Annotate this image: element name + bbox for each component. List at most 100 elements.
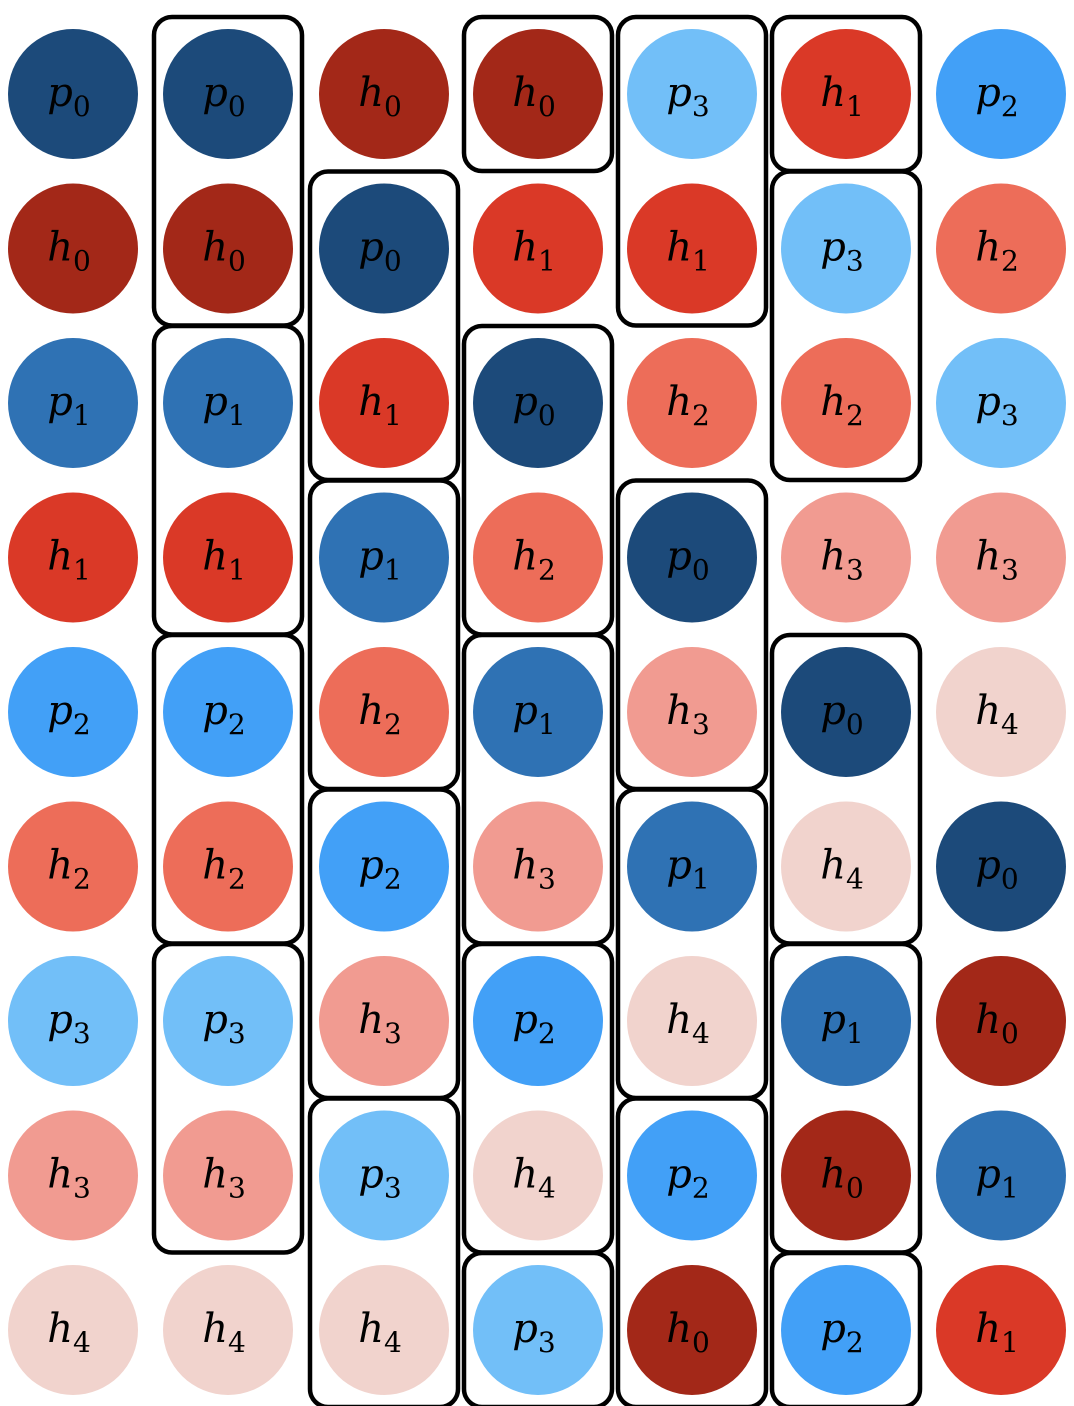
node-label: h1: [202, 534, 246, 587]
node-label: h0: [666, 1306, 710, 1359]
group-outline: [461, 1250, 615, 1406]
node-3-4: p1: [473, 647, 603, 777]
node-label: p3: [666, 70, 709, 123]
node-circle: [781, 183, 911, 314]
node-label: h3: [666, 688, 710, 741]
node-3-8: p3: [473, 1265, 603, 1395]
node-2-4: h2: [319, 647, 449, 777]
group-outlines: [151, 14, 923, 1406]
node-circle: [473, 492, 603, 623]
node-0-0: p0: [8, 29, 138, 159]
node-circle: [627, 956, 757, 1086]
node-circle: [781, 338, 911, 468]
node-label: h0: [975, 997, 1019, 1050]
node-2-5: p2: [319, 801, 449, 932]
node-label: h1: [512, 225, 556, 278]
node-label: p1: [975, 1152, 1018, 1205]
node-2-3: p1: [319, 492, 449, 623]
node-label: p0: [512, 379, 555, 432]
node-circle: [319, 183, 449, 314]
node-circle: [627, 338, 757, 468]
node-5-3: h3: [781, 492, 911, 623]
node-4-2: h2: [627, 338, 757, 468]
node-circle: [163, 647, 293, 777]
node-label: h1: [47, 534, 91, 587]
node-circle: [8, 183, 138, 314]
node-2-2: h1: [319, 338, 449, 468]
node-circle: [473, 956, 603, 1086]
node-grid: p0h0p1h1p2h2p3h3h4p0h0p1h1p2h2p3h3h4h0p0…: [8, 29, 1066, 1395]
node-label: h3: [512, 843, 556, 896]
node-label: h3: [358, 997, 402, 1050]
node-circle: [8, 647, 138, 777]
node-label: p3: [975, 379, 1018, 432]
node-0-6: p3: [8, 956, 138, 1086]
node-circle: [8, 801, 138, 932]
node-6-4: h4: [936, 647, 1066, 777]
node-5-7: h0: [781, 1110, 911, 1241]
node-circle: [936, 492, 1066, 623]
node-3-2: p0: [473, 338, 603, 468]
node-label: p0: [202, 70, 245, 123]
node-4-4: h3: [627, 647, 757, 777]
node-1-4: p2: [163, 647, 293, 777]
node-6-2: p3: [936, 338, 1066, 468]
node-circle: [936, 801, 1066, 932]
node-circle: [319, 1110, 449, 1241]
node-circle: [319, 647, 449, 777]
node-circle: [8, 1265, 138, 1395]
group-outline: [769, 1250, 923, 1406]
node-4-0: p3: [627, 29, 757, 159]
node-circle: [781, 1265, 911, 1395]
node-circle: [8, 492, 138, 623]
node-label: h3: [975, 534, 1019, 587]
node-1-2: p1: [163, 338, 293, 468]
node-label: h2: [666, 379, 710, 432]
node-6-5: p0: [936, 801, 1066, 932]
node-circle: [163, 1110, 293, 1241]
node-circle: [163, 29, 293, 159]
node-circle: [319, 29, 449, 159]
node-circle: [781, 492, 911, 623]
node-label: p3: [47, 997, 90, 1050]
node-label: h2: [975, 225, 1019, 278]
node-label: p3: [202, 997, 245, 1050]
node-label: h4: [820, 843, 864, 896]
node-label: p0: [666, 534, 709, 587]
node-label: p3: [820, 225, 863, 278]
node-circle: [781, 647, 911, 777]
node-label: h0: [47, 225, 91, 278]
node-label: p1: [666, 843, 709, 896]
node-circle: [936, 1110, 1066, 1241]
node-2-0: h0: [319, 29, 449, 159]
node-0-7: h3: [8, 1110, 138, 1241]
node-0-2: p1: [8, 338, 138, 468]
node-label: h2: [47, 843, 91, 896]
node-label: h4: [358, 1306, 402, 1359]
node-5-5: h4: [781, 801, 911, 932]
node-label: h4: [202, 1306, 246, 1359]
node-0-5: h2: [8, 801, 138, 932]
node-circle: [319, 492, 449, 623]
node-circle: [936, 647, 1066, 777]
node-0-3: h1: [8, 492, 138, 623]
node-label: p2: [202, 688, 245, 741]
node-label: h1: [975, 1306, 1019, 1359]
node-circle: [473, 801, 603, 932]
node-5-6: p1: [781, 956, 911, 1086]
node-label: p2: [512, 997, 555, 1050]
node-circle: [627, 1265, 757, 1395]
node-circle: [473, 1265, 603, 1395]
node-label: h2: [202, 843, 246, 896]
node-circle: [163, 801, 293, 932]
node-6-0: p2: [936, 29, 1066, 159]
node-1-6: p3: [163, 956, 293, 1086]
node-0-4: p2: [8, 647, 138, 777]
node-label: p1: [820, 997, 863, 1050]
node-circle: [627, 492, 757, 623]
node-5-0: h1: [781, 29, 911, 159]
node-4-7: p2: [627, 1110, 757, 1241]
node-label: h1: [358, 379, 402, 432]
node-3-0: h0: [473, 29, 603, 159]
group-outline: [307, 1096, 461, 1406]
